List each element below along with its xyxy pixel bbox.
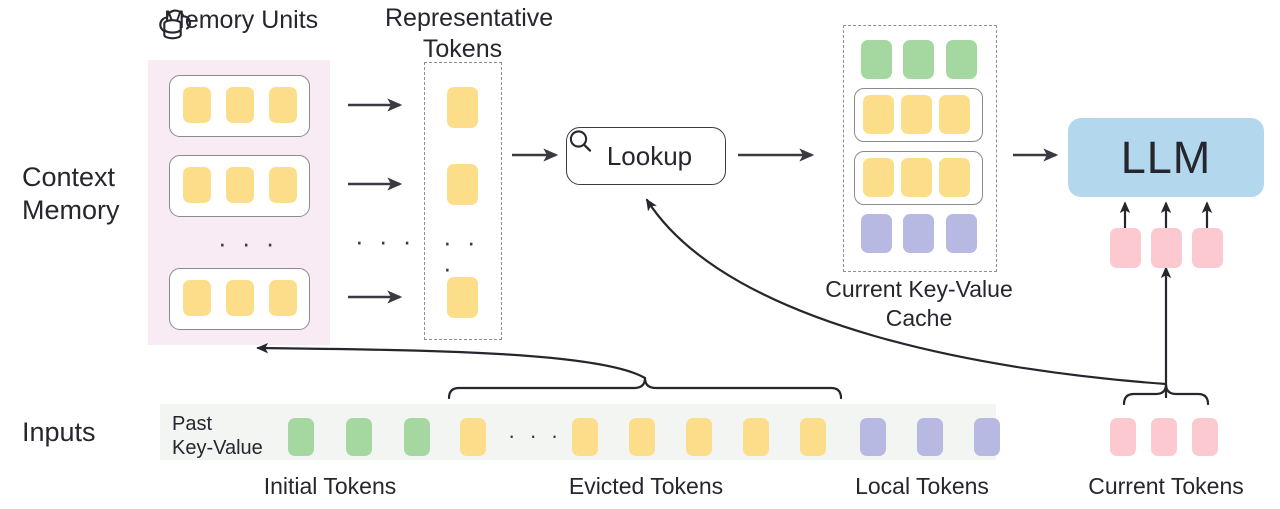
kv-token: [901, 158, 932, 197]
kv-token: [903, 214, 935, 253]
input-token-initial: [404, 418, 430, 456]
current-kv-cache-label: Current Key-Value Cache: [825, 276, 1013, 331]
current-kv-cache-box: [843, 25, 997, 272]
representative-token: [447, 277, 478, 318]
kv-token: [861, 214, 892, 253]
current-token: [1110, 418, 1136, 456]
memory-token: [183, 87, 211, 123]
llm-input-token: [1151, 228, 1182, 268]
current-tokens-label: Current Tokens: [1088, 473, 1244, 499]
inputs-label: Inputs: [22, 417, 96, 447]
representative-token: [447, 164, 478, 205]
lookup-label: Lookup: [606, 140, 693, 171]
kv-token: [945, 40, 977, 79]
memory-unit[interactable]: [169, 155, 310, 217]
kv-token: [903, 40, 935, 79]
memory-arrow-ellipsis: · · ·: [355, 226, 416, 256]
memory-units-label: Memory Units: [164, 6, 319, 34]
kv-token: [901, 95, 932, 134]
kv-token: [861, 40, 892, 79]
input-token-local: [860, 418, 886, 456]
llm-box[interactable]: LLM: [1068, 118, 1264, 197]
input-token-initial: [288, 418, 314, 456]
representative-token: [447, 87, 478, 128]
memory-token: [269, 87, 297, 123]
memory-units-ellipsis: · · ·: [218, 228, 279, 258]
representative-tokens-label: Representative Tokens: [385, 4, 554, 64]
input-token-evicted: [460, 418, 486, 456]
memory-units-header: Memory Units: [155, 5, 319, 40]
memory-token: [269, 167, 297, 203]
memory-token: [183, 280, 211, 316]
past-key-value-label: Past Key-Value: [172, 413, 263, 460]
kv-cache-row: [854, 151, 983, 205]
context-memory-panel: · · ·: [148, 60, 330, 345]
input-token-evicted: [572, 418, 598, 456]
llm-input-token: [1110, 228, 1141, 268]
input-token-evicted: [686, 418, 712, 456]
kv-token: [863, 95, 894, 134]
current-token: [1192, 418, 1218, 456]
kv-cache-row: [861, 40, 977, 84]
input-token-initial: [346, 418, 372, 456]
initial-tokens-label: Initial Tokens: [263, 473, 397, 499]
local-tokens-label: Local Tokens: [855, 473, 989, 499]
memory-token: [226, 87, 254, 123]
input-token-evicted: [629, 418, 655, 456]
representative-tokens-ellipsis: · · ·: [443, 227, 480, 283]
curve-evicted-to-context-memory: [256, 342, 647, 380]
kv-token: [945, 214, 977, 253]
curve-current-tokens-to-lookup: [645, 198, 1168, 386]
memory-token: [226, 280, 254, 316]
input-token-local: [974, 418, 1000, 456]
llm-input-token: [1192, 228, 1223, 268]
evicted-tokens-label: Evicted Tokens: [568, 473, 724, 499]
context-memory-label: Context Memory: [22, 162, 120, 225]
current-token: [1151, 418, 1177, 456]
kv-token: [939, 158, 970, 197]
kv-cache-row: [861, 214, 977, 258]
input-sequence-ellipsis: · · ·: [508, 423, 563, 448]
input-token-evicted: [743, 418, 769, 456]
memory-token: [269, 280, 297, 316]
input-sequence-strip: Past Key-Value · · ·: [160, 404, 1000, 460]
evicted-tokens-brace: [447, 377, 843, 400]
kv-token: [863, 158, 894, 197]
memory-unit[interactable]: [169, 75, 310, 137]
memory-unit[interactable]: [169, 268, 310, 330]
memory-token: [183, 167, 211, 203]
representative-tokens-box: · · ·: [424, 62, 502, 340]
memory-token: [226, 167, 254, 203]
input-token-evicted: [800, 418, 826, 456]
llm-label: LLM: [1120, 131, 1212, 183]
kv-cache-row: [854, 88, 983, 142]
kv-token: [939, 95, 970, 134]
lookup-button[interactable]: Lookup: [566, 127, 726, 185]
input-token-local: [917, 418, 943, 456]
